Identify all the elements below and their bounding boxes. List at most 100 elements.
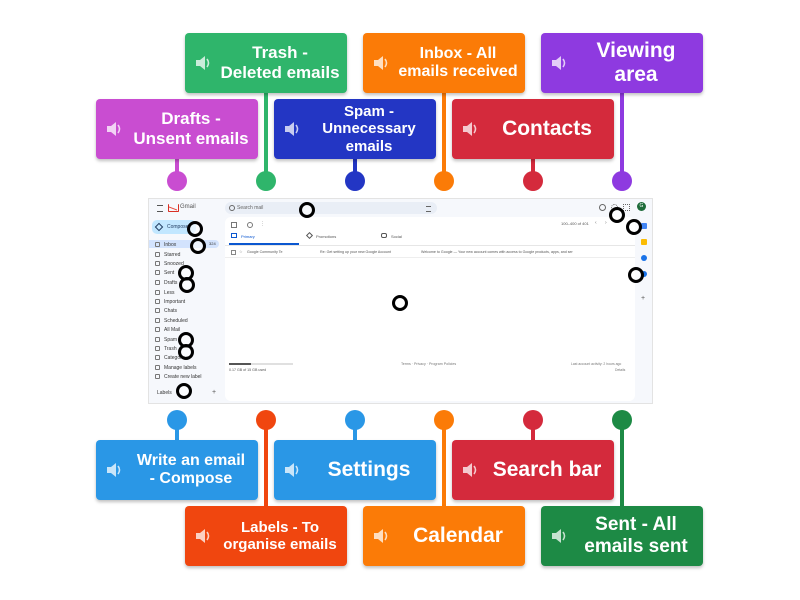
label-inbox[interactable]: Inbox - All emails received	[363, 33, 525, 93]
label-settings[interactable]: Settings	[274, 440, 436, 500]
sidebar-item[interactable]: Starred	[155, 251, 215, 258]
label-search-bar[interactable]: Search bar	[452, 440, 614, 500]
label-contacts[interactable]: Contacts	[452, 99, 614, 159]
sidebar-item[interactable]: Manage labels	[155, 364, 215, 371]
hotspot-marker	[628, 267, 644, 283]
sidebar-item[interactable]: Create new label	[155, 373, 215, 380]
send-icon	[155, 270, 160, 275]
pencil-icon	[154, 222, 164, 232]
tab-divider	[225, 245, 635, 246]
label-text: Calendar	[413, 523, 503, 547]
calendar-icon[interactable]	[641, 223, 647, 229]
label-text: Search bar	[492, 457, 602, 481]
sidebar-item[interactable]: Trash	[155, 345, 215, 352]
tasks-icon[interactable]	[641, 255, 647, 261]
email-row[interactable]: ☆ Google Community Te Re: Get setting up…	[225, 248, 635, 258]
clock-icon	[155, 261, 160, 266]
get-addons-icon[interactable]: +	[641, 295, 646, 302]
hotspot-marker	[178, 344, 194, 360]
label-text: Viewing area	[596, 38, 676, 86]
dot-settings	[345, 410, 365, 430]
label-calendar[interactable]: Calendar	[363, 506, 525, 566]
chevron-up-icon	[155, 290, 160, 295]
more-icon[interactable]: ⋮	[260, 221, 265, 227]
sidebar-item[interactable]: Snoozed	[155, 260, 215, 267]
speaker-icon	[285, 463, 299, 477]
dot-drafts	[167, 171, 187, 191]
speaker-icon	[374, 529, 388, 543]
label-labels[interactable]: Labels - To organise emails	[185, 506, 347, 566]
scheduled-icon	[155, 318, 160, 323]
hotspot-marker	[190, 238, 206, 254]
speaker-icon	[463, 463, 477, 477]
sidebar-item[interactable]: Scheduled	[155, 317, 215, 324]
compose-button[interactable]: Compose	[152, 220, 196, 234]
draft-icon	[155, 280, 160, 285]
labels-heading: Labels	[157, 390, 172, 396]
inbox-icon	[155, 242, 160, 247]
sidebar-item[interactable]: Sent	[155, 269, 215, 276]
dot-calendar	[434, 410, 454, 430]
connector-searchbar	[531, 420, 535, 442]
hotspot-marker	[392, 295, 408, 311]
sidebar-item[interactable]: Categories	[155, 354, 215, 361]
filter-icon[interactable]	[426, 206, 431, 212]
dot-sent	[612, 410, 632, 430]
label-compose[interactable]: Write an email - Compose	[96, 440, 258, 500]
label-spam[interactable]: Spam - Unnecessary emails	[274, 99, 436, 159]
menu-icon[interactable]	[157, 205, 163, 212]
label-viewing-area[interactable]: Viewing area	[541, 33, 703, 93]
label-text: Inbox - All emails received	[398, 44, 518, 80]
gmail-logo-icon	[168, 202, 179, 212]
contacts-icon[interactable]	[641, 271, 647, 277]
plus-icon	[155, 374, 160, 379]
footer-details[interactable]: Details	[615, 368, 626, 372]
speaker-icon	[107, 463, 121, 477]
chevron-right-icon[interactable]: ›	[605, 220, 607, 226]
inbox-tab-icon	[231, 233, 237, 238]
sidebar-item[interactable]: Chats	[155, 307, 215, 314]
dot-labels	[256, 410, 276, 430]
trash-icon	[155, 346, 160, 351]
sidebar-item[interactable]: Drafts	[155, 279, 215, 286]
speaker-icon	[463, 122, 477, 136]
dot-inbox	[434, 171, 454, 191]
avatar[interactable]: G	[637, 202, 646, 211]
sidebar-item-inbox[interactable]	[149, 240, 219, 248]
footer-terms[interactable]: Terms · Privacy · Program Policies	[401, 362, 457, 366]
sidebar-item[interactable]: Less	[155, 289, 215, 296]
search-bar[interactable]: Search mail	[225, 202, 437, 214]
label-text: Sent - All emails sent	[584, 514, 688, 557]
sidebar-item[interactable]: Inbox	[155, 241, 215, 248]
select-checkbox[interactable]	[231, 222, 237, 228]
tab-social[interactable]: Social	[379, 233, 449, 243]
keep-icon[interactable]	[641, 239, 647, 245]
connector-settings	[353, 420, 357, 442]
star-icon[interactable]: ☆	[239, 249, 243, 254]
dot-trash	[256, 171, 276, 191]
sidebar-item[interactable]: Important	[155, 298, 215, 305]
star-icon	[155, 252, 160, 257]
add-label-icon[interactable]: +	[212, 389, 217, 396]
sidebar-item[interactable]: Spam	[155, 336, 215, 343]
storage-bar	[229, 363, 293, 365]
tab-primary[interactable]: Primary	[229, 233, 299, 245]
hotspot-marker	[609, 207, 625, 223]
chevron-left-icon[interactable]: ‹	[595, 220, 597, 226]
apps-icon[interactable]	[623, 204, 630, 211]
sidebar-item[interactable]: All Mail	[155, 326, 215, 333]
tag-icon	[305, 231, 314, 240]
speaker-icon	[196, 56, 210, 70]
row-checkbox[interactable]	[231, 250, 236, 255]
label-sent[interactable]: Sent - All emails sent	[541, 506, 703, 566]
label-text: Spam - Unnecessary emails	[322, 103, 416, 155]
help-icon[interactable]	[599, 204, 606, 211]
label-text: Settings	[327, 457, 411, 481]
hotspot-marker	[176, 383, 192, 399]
refresh-icon[interactable]	[247, 222, 253, 228]
label-trash[interactable]: Trash - Deleted emails	[185, 33, 347, 93]
tab-promotions[interactable]: Promotions	[305, 231, 375, 243]
label-drafts[interactable]: Drafts - Unsent emails	[96, 99, 258, 159]
connector-compose	[175, 420, 179, 442]
label-text: Trash - Deleted emails	[220, 43, 340, 82]
